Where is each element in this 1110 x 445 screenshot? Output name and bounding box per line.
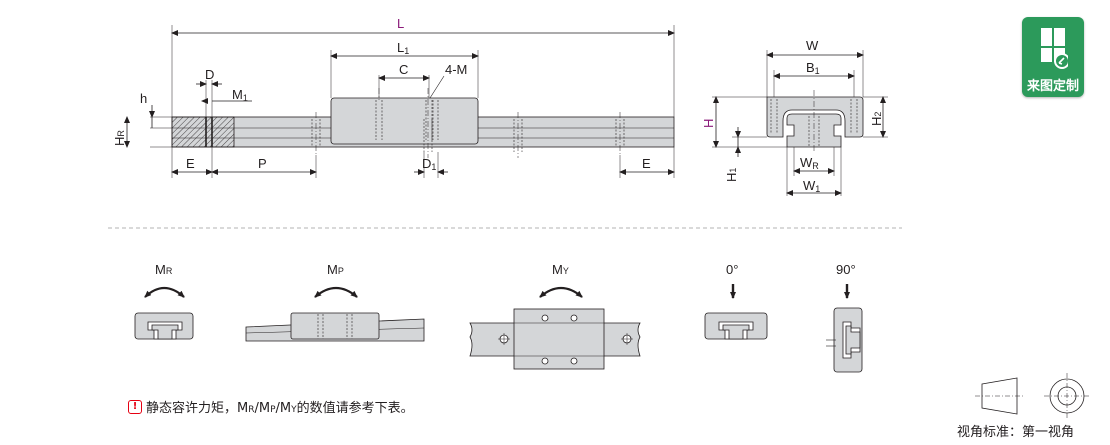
custom-drawing-badge[interactable]: 来图定制	[1022, 17, 1084, 97]
custom-drawing-icon	[1041, 28, 1068, 69]
carriage-block	[330, 97, 479, 145]
dim-H2: H2	[869, 112, 884, 126]
dim-M1: M1	[232, 87, 248, 103]
moment-note: ! 静态容许力矩，MR/MP/MY的数值请参考下表。	[128, 397, 414, 416]
moment-diagrams	[134, 284, 863, 373]
mp-side-view	[245, 312, 425, 342]
dim-B1: B1	[806, 60, 820, 76]
dim-H1: H1	[724, 168, 739, 182]
label-MP: MP	[327, 262, 344, 277]
rotation-arrow-icon	[314, 286, 358, 298]
label-MR: MR	[155, 262, 173, 277]
dim-L1: L1	[397, 40, 409, 56]
dim-E-left: E	[186, 156, 195, 171]
dim-H: H	[701, 119, 716, 128]
dim-D1: D1	[422, 156, 436, 172]
end-view-labels: W B1 H H2 WR H1 W1	[701, 38, 884, 194]
dim-L: L	[397, 16, 404, 31]
warning-icon: !	[128, 399, 142, 414]
front-view	[124, 25, 675, 178]
dim-WR: WR	[800, 155, 819, 171]
dim-P: P	[258, 156, 267, 171]
first-angle-projection-icon	[975, 373, 1090, 419]
mounting-90deg	[826, 284, 863, 373]
mr-profile	[134, 312, 194, 340]
front-view-labels: L L1 C 4-M D M1 h HR E P D1 E	[112, 16, 651, 172]
badge-label: 来图定制	[1026, 79, 1079, 94]
dim-C: C	[399, 62, 408, 77]
label-90deg: 90°	[836, 262, 856, 277]
rail-section	[171, 116, 235, 148]
rail-profile	[786, 113, 842, 148]
dim-HR: HR	[112, 130, 127, 146]
my-top-view	[469, 308, 641, 370]
label-0deg: 0°	[726, 262, 738, 277]
dim-W: W	[806, 38, 819, 53]
mounting-0deg	[704, 284, 768, 340]
dim-D: D	[205, 67, 214, 82]
carriage-profile	[766, 96, 864, 138]
dim-E-right: E	[642, 156, 651, 171]
dim-h: h	[140, 91, 147, 106]
projection-standard: 视角标准：第一视角	[957, 425, 1075, 440]
dim-W1: W1	[803, 178, 820, 194]
dim-4M: 4-M	[445, 62, 467, 77]
label-MY: MY	[552, 262, 569, 277]
rotation-arrow-icon	[539, 286, 583, 298]
rotation-arrow-icon	[144, 286, 185, 298]
moment-labels: MR MP MY 0° 90°	[155, 262, 856, 277]
end-view	[712, 50, 888, 196]
note-text: 静态容许力矩，MR/MP/MY的数值请参考下表。	[146, 401, 414, 416]
